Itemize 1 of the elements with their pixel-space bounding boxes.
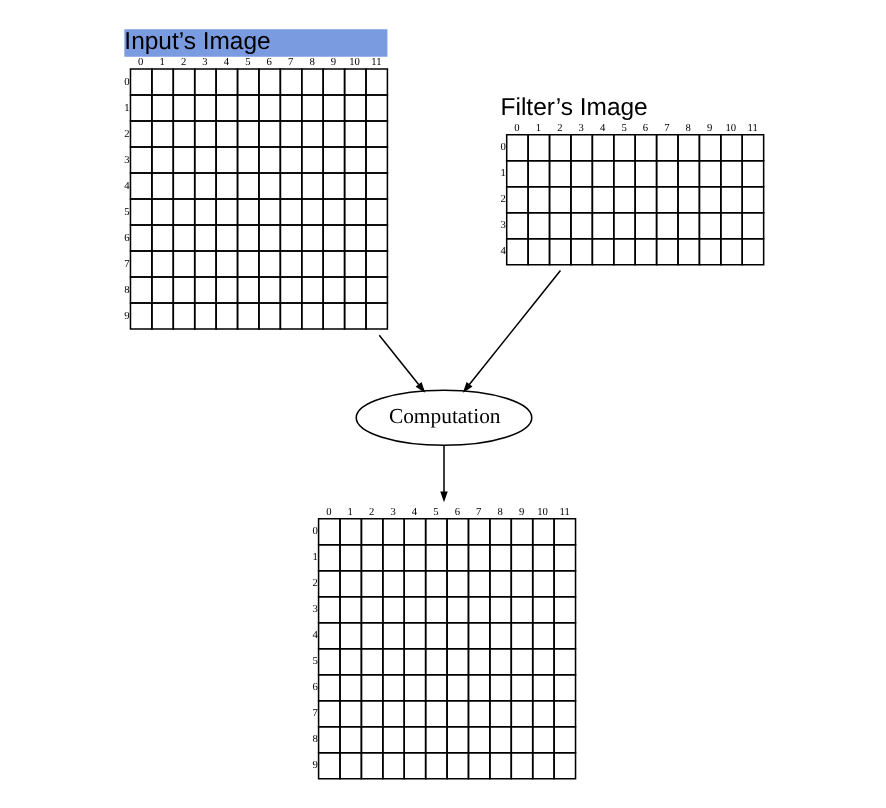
node-label: Filter’s Image bbox=[499, 92, 647, 121]
